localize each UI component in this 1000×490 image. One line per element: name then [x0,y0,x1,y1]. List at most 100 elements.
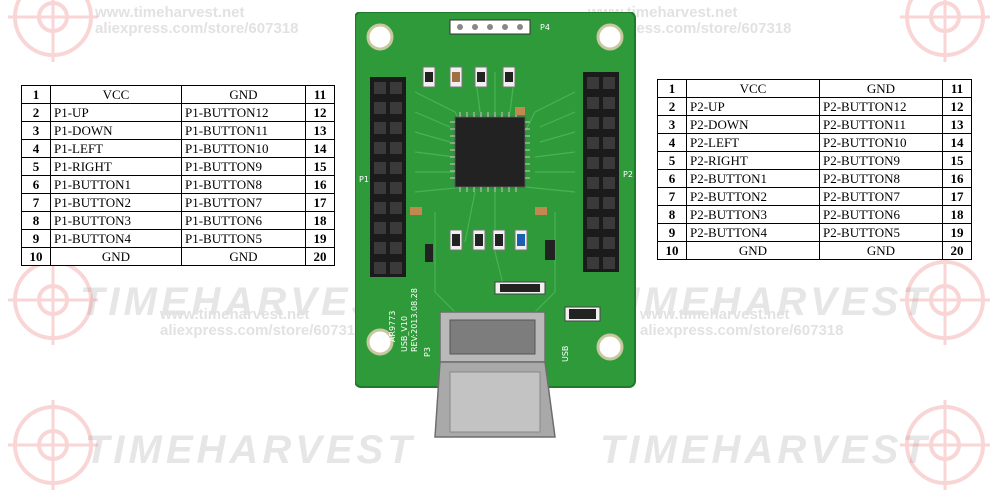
watermark-url: www.timeharvest.net [160,306,310,323]
pin-number: 2 [21,103,51,122]
pin-signal: P2-BUTTON8 [819,169,943,188]
watermark-brand: TIMEHARVEST [600,280,931,324]
pin-signal: VCC [686,79,820,98]
pin-number: 10 [21,247,51,266]
pin-signal: P1-BUTTON11 [181,121,306,140]
pin-signal: P2-BUTTON2 [686,187,820,206]
pin-number: 17 [942,187,972,206]
pin-number: 8 [657,205,687,224]
pin-number: 16 [305,175,335,194]
pin-number: 7 [21,193,51,212]
pin-signal: P1-DOWN [50,121,182,140]
pcb-traces [414,71,576,313]
pin-signal: P1-BUTTON10 [181,139,306,158]
pin-signal: P1-BUTTON8 [181,175,306,194]
watermark-logo-icon [900,400,990,490]
pin-number: 6 [657,169,687,188]
mcu-pins [450,112,530,192]
pin-number: 17 [305,193,335,212]
pin-signal: P1-RIGHT [50,157,182,176]
pin-signal: P1-LEFT [50,139,182,158]
usb-connector [434,311,556,438]
pin-number: 15 [305,157,335,176]
pin-signal: P2-BUTTON10 [819,133,943,152]
pin-number: 14 [305,139,335,158]
pcb-board-image: P4 P1 P2 [355,12,636,438]
pin-signal: P1-BUTTON9 [181,157,306,176]
watermark-store: aliexpress.com/store/607318 [160,322,364,339]
pin-signal: P2-BUTTON9 [819,151,943,170]
watermark-url: www.timeharvest.net [95,4,245,21]
usb-label: USB [561,346,570,362]
pin-signal: P1-UP [50,103,182,122]
version-label: USB_V10 [400,316,409,352]
pin-number: 3 [657,115,687,134]
watermark-brand: TIMEHARVEST [600,428,931,472]
pin-number: 13 [305,121,335,140]
watermark-logo-icon [900,0,990,62]
mcu-chip [454,116,526,188]
pin-signal: P2-LEFT [686,133,820,152]
pin-number: 16 [942,169,972,188]
pin-number: 3 [21,121,51,140]
mount-hole [366,328,394,356]
pin-number: 8 [21,211,51,230]
pin-number: 5 [21,157,51,176]
pin-number: 15 [942,151,972,170]
pin-number: 9 [21,229,51,248]
pin-signal: P1-BUTTON3 [50,211,182,230]
pin-number: 19 [942,223,972,242]
pin-signal: P1-BUTTON7 [181,193,306,212]
pin-number: 4 [657,133,687,152]
mount-hole [596,23,624,51]
pin-signal: GND [686,241,820,260]
pin-signal: GND [181,247,306,266]
pin-signal: GND [181,85,306,104]
pin-number: 1 [657,79,687,98]
watermark-store: aliexpress.com/store/607318 [95,20,299,37]
pin-number: 19 [305,229,335,248]
pin-signal: P1-BUTTON5 [181,229,306,248]
pin-signal: P2-BUTTON7 [819,187,943,206]
pin-signal: GND [819,79,943,98]
mount-hole [596,333,624,361]
watermark-store: aliexpress.com/store/607318 [640,322,844,339]
pin-number: 14 [942,133,972,152]
pin-number: 12 [305,103,335,122]
watermark-logo-icon [900,255,990,345]
pin-signal: P2-BUTTON1 [686,169,820,188]
pin-number: 1 [21,85,51,104]
pin-number: 11 [305,85,335,104]
pin-signal: P2-BUTTON11 [819,115,943,134]
pin-number: 9 [657,223,687,242]
pin-number: 20 [942,241,972,260]
p3-label: P3 [423,347,432,357]
pin-number: 5 [657,151,687,170]
p1-header-pins [374,82,402,274]
p2-label: P2 [623,170,633,179]
pin-number: 4 [21,139,51,158]
pin-signal: P2-UP [686,97,820,116]
pin-signal: P2-BUTTON5 [819,223,943,242]
watermark-logo-icon [8,0,98,62]
pin-signal: P1-BUTTON2 [50,193,182,212]
rev-label: REV:2013.08.28 [410,288,419,352]
pin-number: 10 [657,241,687,260]
p4-label: P4 [540,23,550,32]
